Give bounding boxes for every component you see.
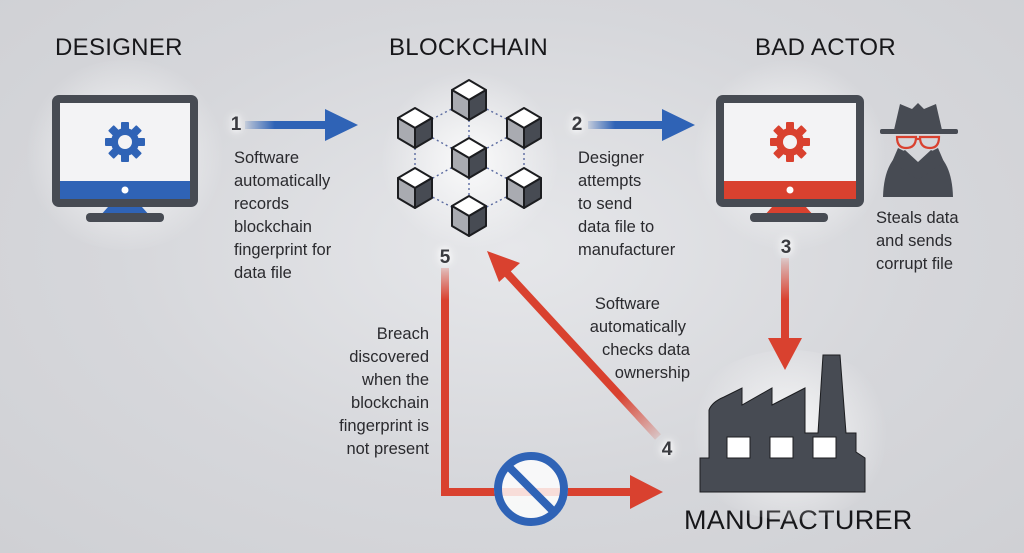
block-cube-icon (451, 79, 487, 121)
block-cube-icon (451, 137, 487, 179)
text-line: Breach (376, 325, 429, 343)
text-line: fingerprint is (339, 417, 429, 435)
text-line: checks data (601, 341, 690, 359)
text-line: ownership (614, 364, 690, 382)
text-line: fingerprint for (234, 241, 332, 259)
bad-actor-title: BAD ACTOR (755, 34, 896, 61)
step-2-number: 2 (571, 114, 583, 135)
text-line: Steals data (876, 209, 959, 227)
block-cube-icon (506, 107, 542, 149)
text-line: blockchain (234, 218, 312, 236)
arrow-step-4 (487, 251, 661, 440)
text-line: blockchain (351, 394, 429, 412)
text-line: Software (234, 149, 300, 167)
step-1-number: 1 (230, 114, 242, 135)
arrow-step-3 (768, 258, 802, 370)
text-line: Software (594, 295, 660, 313)
gear-icon (770, 122, 810, 162)
text-line: Designer (578, 149, 645, 167)
step-2-text: Designer attempts to send data file to m… (578, 147, 675, 262)
block-cube-icon (506, 167, 542, 209)
block-cube-icon (397, 107, 433, 149)
step-4-text: Software automatically checks data owner… (590, 293, 690, 385)
step-3-number: 3 (780, 237, 792, 258)
blockchain-cubes-icon (397, 79, 542, 237)
text-line: records (234, 195, 290, 213)
text-line: when the (362, 371, 429, 389)
text-line: attempts (578, 172, 642, 190)
block-cube-icon (397, 167, 433, 209)
text-line: not present (346, 440, 429, 458)
step-5-number: 5 (439, 247, 451, 268)
factory-icon (699, 354, 866, 493)
gear-icon (105, 122, 145, 162)
text-line: data file to (578, 218, 655, 236)
text-line: manufacturer (578, 241, 676, 259)
text-line: to send (578, 195, 633, 213)
text-line: automatically (589, 318, 686, 336)
text-line: corrupt file (876, 255, 954, 273)
step-4-number: 4 (661, 439, 673, 460)
spy-icon (880, 103, 958, 197)
text-line: automatically (234, 172, 331, 190)
text-line: discovered (349, 348, 429, 366)
arrow-step-2 (588, 109, 695, 141)
step-1-text: Software automatically records blockchai… (234, 147, 331, 285)
designer-monitor-icon (52, 95, 198, 222)
arrow-step-1 (245, 109, 358, 141)
blockchain-title: BLOCKCHAIN (389, 34, 549, 61)
text-line: data file (234, 264, 292, 282)
designer-title: DESIGNER (55, 34, 183, 61)
prohibited-icon (494, 452, 568, 526)
block-cube-icon (451, 195, 487, 237)
text-line: and sends (876, 232, 953, 250)
step-3-text: Steals data and sends corrupt file (876, 207, 959, 276)
step-5-text: Breach discovered when the blockchain fi… (339, 323, 429, 461)
bad-actor-monitor-icon (716, 95, 864, 222)
